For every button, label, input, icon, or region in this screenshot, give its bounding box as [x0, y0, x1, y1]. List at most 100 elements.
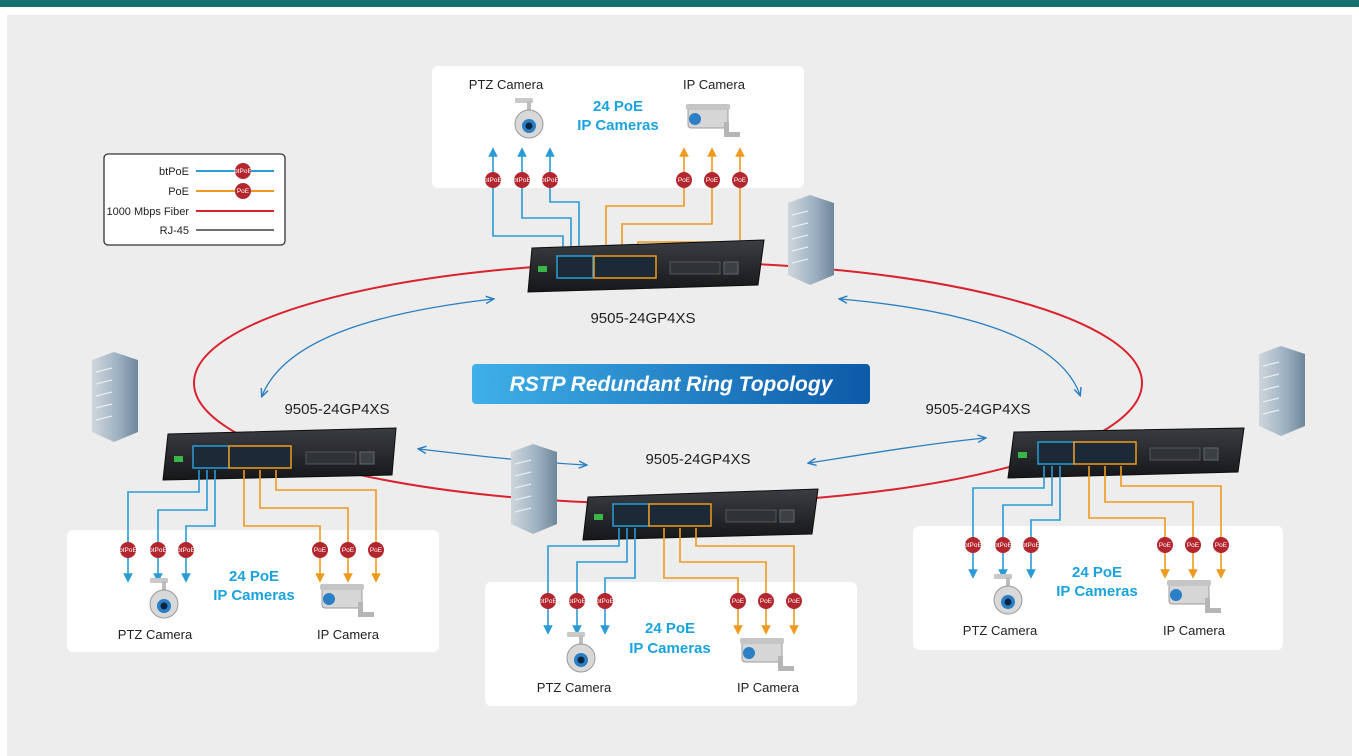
- sfp-ports: [305, 451, 357, 465]
- btpoe-badge: btPoE: [149, 542, 168, 558]
- ring-arrow-bottom-right: [809, 438, 985, 463]
- ptz-camera-label: PTZ Camera: [118, 627, 193, 642]
- svg-text:btPoE: btPoE: [484, 177, 502, 184]
- ptz-camera-label: PTZ Camera: [963, 623, 1038, 638]
- btpoe-badge: btPoE: [177, 542, 196, 558]
- btpoe-badge: btPoE: [964, 537, 983, 553]
- svg-text:PoE: PoE: [370, 547, 383, 554]
- poe-badge: PoE: [1157, 537, 1173, 553]
- legend-label-fiber: 1000 Mbps Fiber: [106, 206, 189, 218]
- sfp-ports: [725, 509, 777, 523]
- group-title-line1: 24 PoE: [229, 568, 279, 585]
- legend: btPoE btPoE PoE PoE 1000 Mbps Fiber RJ-4…: [103, 153, 286, 246]
- ip-camera-label: IP Camera: [683, 77, 746, 92]
- group-title-line1: 24 PoE: [1072, 564, 1122, 581]
- group-title-line2: IP Cameras: [577, 117, 658, 134]
- svg-text:btPoE: btPoE: [994, 542, 1012, 549]
- camera-group-left: btPoE btPoE btPoE PoE PoE PoE 24 PoE IP …: [118, 470, 384, 642]
- svg-text:btPoE: btPoE: [1022, 542, 1040, 549]
- svg-text:btPoE: btPoE: [177, 547, 195, 554]
- btpoe-badge: btPoE: [596, 593, 615, 609]
- poe-badge: PoE: [1185, 537, 1201, 553]
- btpoe-badge: btPoE: [994, 537, 1013, 553]
- svg-text:PoE: PoE: [760, 598, 773, 605]
- ring-direction-arrows: [262, 299, 1080, 465]
- poe-port-block: [593, 255, 657, 279]
- switch-model-label: 9505-24GP4XS: [284, 401, 389, 418]
- svg-text:btPoE: btPoE: [513, 177, 531, 184]
- ip-camera-label: IP Camera: [317, 627, 380, 642]
- group-title-line1: 24 PoE: [593, 98, 643, 115]
- btpoe-badge: btPoE: [119, 542, 138, 558]
- ip-camera-icon: [320, 584, 374, 617]
- poe-badge: PoE: [758, 593, 774, 609]
- btpoe-port-block: [556, 255, 594, 279]
- poe-port-block: [648, 503, 712, 527]
- svg-text:PoE: PoE: [732, 598, 745, 605]
- ring-arrow-bottom-left: [419, 449, 586, 465]
- svg-text:PoE: PoE: [314, 547, 327, 554]
- btpoe-badge: btPoE: [568, 593, 587, 609]
- poe-badge: PoE: [786, 593, 802, 609]
- ptz-camera-icon: [993, 574, 1023, 615]
- banner-background: [472, 364, 870, 404]
- btpoe-badge: btPoE: [539, 593, 558, 609]
- camera-group-right: btPoE btPoE btPoE PoE PoE PoE 24 PoE IP …: [963, 466, 1229, 638]
- switch-model-label: 9505-24GP4XS: [645, 451, 750, 468]
- legend-box: [103, 153, 286, 246]
- ptz-camera-icon: [514, 98, 544, 139]
- btpoe-badge: btPoE: [513, 172, 532, 188]
- ip-camera-icon: [1167, 580, 1221, 613]
- banner-title: RSTP Redundant Ring Topology: [510, 373, 834, 396]
- group-title-line2: IP Cameras: [1056, 583, 1137, 600]
- poe-port-block: [228, 445, 292, 469]
- poe-badge: PoE: [312, 542, 328, 558]
- legend-label-rj45: RJ-45: [160, 225, 189, 237]
- ring-arrow-top-left: [262, 299, 493, 396]
- camera-panel-top: [432, 66, 804, 188]
- sfp-ports: [1149, 447, 1201, 461]
- poe-badge: PoE: [730, 593, 746, 609]
- btpoe-cable: [543, 528, 620, 635]
- btpoe-port-block: [1037, 441, 1075, 465]
- top-accent-bar: [0, 0, 1359, 7]
- banner: RSTP Redundant Ring Topology: [472, 364, 870, 404]
- svg-text:btPoE: btPoE: [119, 547, 137, 554]
- poe-badge: PoE: [676, 172, 692, 188]
- switch-right: [1007, 427, 1245, 479]
- sfp-ports: [669, 261, 721, 275]
- legend-label-btpoe: btPoE: [159, 166, 189, 178]
- legend-badge-btpoe: [235, 163, 251, 179]
- switch-top: [527, 239, 765, 293]
- svg-text:PoE: PoE: [788, 598, 801, 605]
- legend-badge-poe-text: PoE: [237, 188, 250, 195]
- poe-port-block: [1073, 441, 1137, 465]
- building-icon: [92, 352, 138, 442]
- ptz-camera-label: PTZ Camera: [537, 680, 612, 695]
- ip-camera-label: IP Camera: [1163, 623, 1226, 638]
- switch-model-label: 9505-24GP4XS: [590, 310, 695, 327]
- ptz-camera-icon: [566, 632, 596, 673]
- btpoe-port-block: [192, 445, 230, 469]
- poe-badge: PoE: [732, 172, 748, 188]
- ring-arrow-top-right: [840, 299, 1080, 395]
- poe-badge: PoE: [1213, 537, 1229, 553]
- svg-text:btPoE: btPoE: [596, 598, 614, 605]
- camera-panel-right: [913, 526, 1283, 650]
- poe-badge: PoE: [704, 172, 720, 188]
- svg-text:PoE: PoE: [1159, 542, 1172, 549]
- svg-text:PoE: PoE: [678, 177, 691, 184]
- svg-text:btPoE: btPoE: [541, 177, 559, 184]
- camera-group-center: btPoE btPoE btPoE PoE PoE PoE 24 PoE IP …: [537, 528, 802, 695]
- switch-model-label: 9505-24GP4XS: [925, 401, 1030, 418]
- svg-text:PoE: PoE: [342, 547, 355, 554]
- group-title-line2: IP Cameras: [629, 640, 710, 657]
- switch-left: [162, 427, 397, 481]
- group-title-line2: IP Cameras: [213, 587, 294, 604]
- btpoe-cable: [968, 466, 1045, 579]
- building-icon: [511, 444, 557, 534]
- poe-cable: [695, 528, 799, 635]
- btpoe-badge: btPoE: [1022, 537, 1041, 553]
